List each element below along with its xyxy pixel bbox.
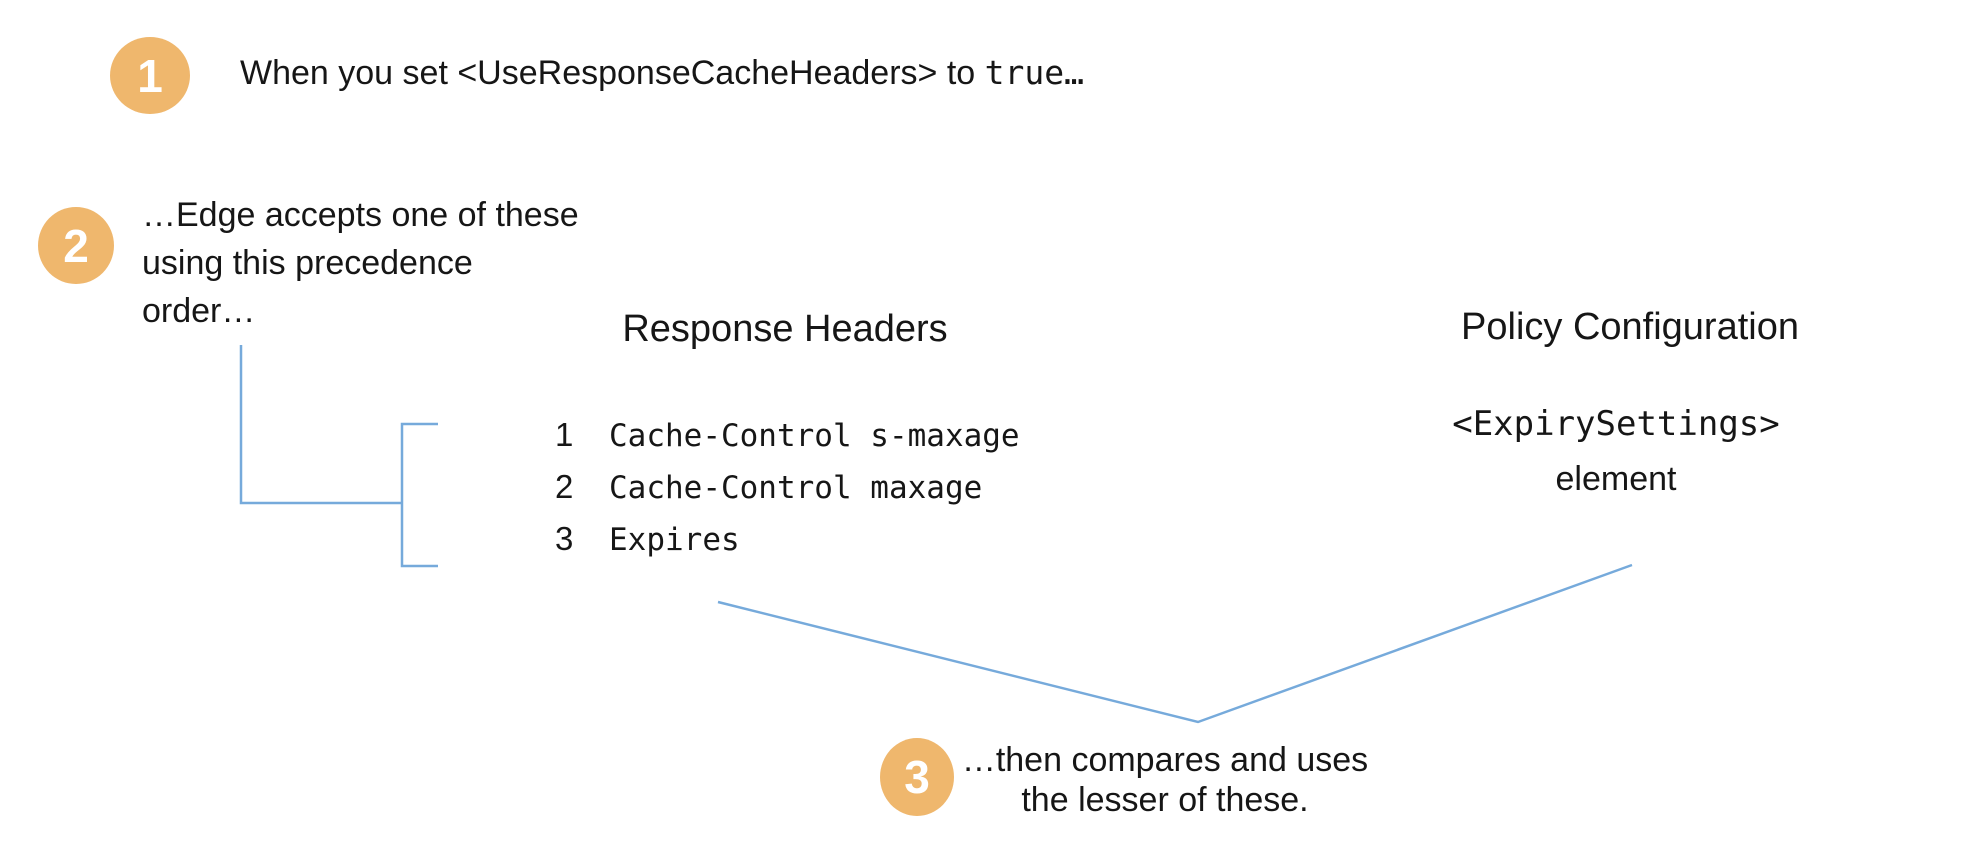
step-2-line: …Edge accepts one of these (142, 196, 579, 234)
precedence-connector-line (239, 345, 402, 505)
header-value: Cache-Control maxage (609, 470, 983, 506)
step-1-sentence: When you set <UseResponseCacheHeaders> t… (240, 54, 985, 92)
expiry-settings-caption: element (1555, 460, 1677, 498)
step-1-number: 1 (137, 49, 163, 102)
step-3-line: the lesser of these. (1021, 781, 1309, 819)
step-2-line: order… (142, 292, 256, 330)
step-2-text: …Edge accepts one of these using this pr… (142, 191, 579, 335)
header-list-bracket (400, 422, 438, 568)
step-2-badge: 2 (38, 207, 114, 284)
step-2-number: 2 (63, 219, 89, 272)
step-1-text: When you set <UseResponseCacheHeaders> t… (240, 53, 1084, 93)
header-value: Cache-Control s-maxage (609, 418, 1020, 454)
step-3-badge: 3 (880, 738, 954, 816)
response-headers-heading: Response Headers (622, 308, 948, 350)
step-3-line: …then compares and uses (961, 741, 1369, 779)
compare-v-line (717, 563, 1633, 724)
header-rank: 1 (555, 416, 574, 453)
header-value: Expires (609, 522, 740, 558)
header-list-item: 3 Expires (555, 520, 1020, 572)
header-rank: 3 (555, 520, 574, 557)
step-1-badge: 1 (110, 37, 190, 114)
step-2-line: using this precedence (142, 244, 473, 282)
header-list-item: 1 Cache-Control s-maxage (555, 416, 1020, 468)
header-list-item: 2 Cache-Control maxage (555, 468, 1020, 520)
response-headers-list: 1 Cache-Control s-maxage 2 Cache-Control… (555, 416, 1020, 572)
step-3-number: 3 (904, 751, 930, 803)
expiry-settings-code: <ExpirySettings> (1452, 404, 1780, 444)
step-1-code-value: true… (984, 53, 1084, 92)
policy-configuration-heading: Policy Configuration (1461, 306, 1799, 348)
header-rank: 2 (555, 468, 574, 505)
step-3-text: …then compares and uses the lesser of th… (945, 740, 1385, 820)
